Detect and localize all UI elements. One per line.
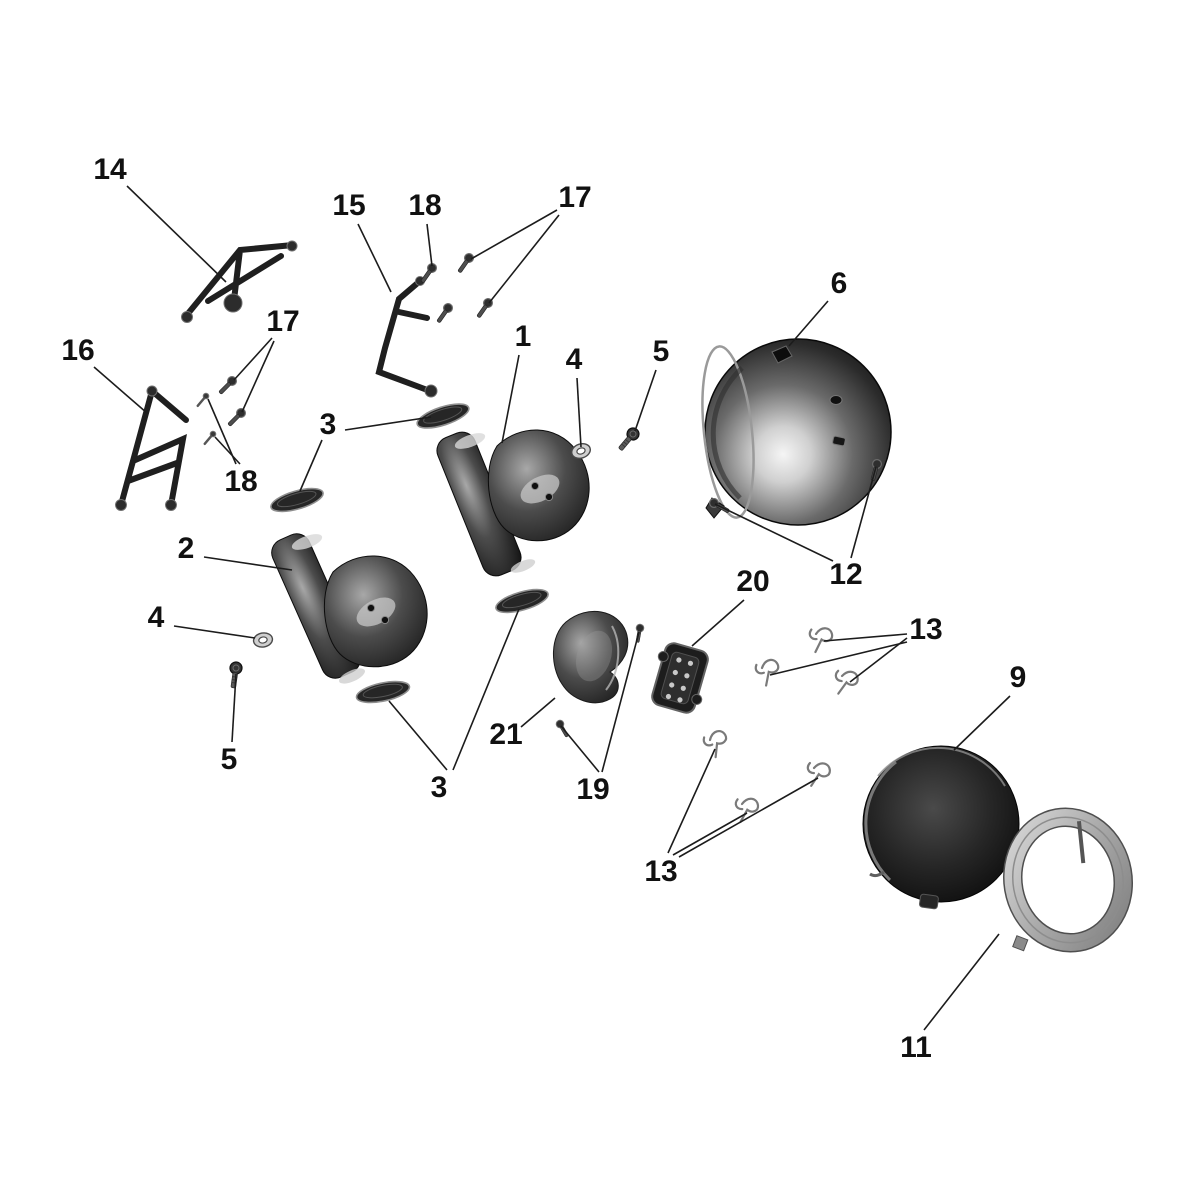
callout-label-17-3: 17: [558, 181, 592, 214]
leader-line-3: [299, 439, 323, 492]
leader-line-19: [601, 631, 640, 773]
callout-label-19-17: 19: [576, 773, 610, 806]
leader-line-4: [576, 377, 582, 448]
leader-line-21: [520, 697, 556, 728]
pad-3-c: [492, 584, 552, 618]
pad-3-a: [413, 398, 473, 434]
leader-line-17: [488, 214, 560, 304]
pin-18-a: [194, 391, 211, 410]
part-1-cover-bracket: [436, 429, 590, 577]
callout-label-14-0: 14: [93, 153, 127, 186]
bolt-5-a: [614, 424, 643, 454]
parts-layer: [115, 240, 1134, 953]
leader-line-12: [714, 503, 834, 562]
pad-3-d: [353, 676, 413, 708]
callout-label-3-11: 3: [319, 408, 337, 441]
screw-18-a: [418, 261, 439, 286]
part-20-connector: [651, 642, 709, 714]
part-11-headlight-rim: [1002, 807, 1134, 953]
callout-label-9-21: 9: [1009, 661, 1027, 694]
leader-line-13: [849, 637, 908, 683]
pad-3-b: [267, 483, 327, 517]
callout-label-12-20: 12: [829, 558, 863, 591]
leader-line-2: [203, 556, 293, 571]
leader-line-11: [923, 933, 1000, 1031]
leader-line-5: [634, 369, 657, 432]
leader-line-13: [667, 748, 716, 854]
callout-label-6-10: 6: [830, 267, 848, 300]
callout-label-11-23: 11: [900, 1031, 932, 1064]
callout-label-20-18: 20: [736, 565, 770, 598]
leader-line-17: [233, 337, 273, 381]
leader-line-16: [93, 366, 148, 414]
leader-line-19: [560, 725, 600, 773]
part-14-headlamp-bracket: [181, 240, 298, 323]
clip-13-f: [803, 759, 833, 791]
callout-label-1-7: 1: [514, 320, 532, 353]
leader-line-13: [678, 777, 819, 858]
clip-13-c: [830, 667, 861, 699]
washer-4-b: [251, 630, 275, 650]
screw-18-b: [434, 301, 455, 326]
callout-label-15-1: 15: [332, 189, 366, 222]
callout-label-17-5: 17: [266, 305, 300, 338]
leader-lines: [93, 185, 1011, 1031]
leader-line-1: [501, 354, 520, 444]
callout-label-16-4: 16: [61, 334, 95, 367]
leader-line-17: [241, 340, 275, 413]
leader-line-17: [470, 209, 558, 260]
pin-18-b: [201, 429, 218, 448]
leader-line-14: [126, 185, 227, 283]
callout-label-5-14: 5: [220, 743, 238, 776]
leader-line-15: [357, 223, 392, 293]
leader-line-20: [691, 599, 745, 647]
leader-line-18: [426, 223, 433, 267]
leader-line-4: [173, 625, 256, 639]
callout-label-21-16: 21: [489, 718, 523, 751]
callout-label-5-9: 5: [652, 335, 670, 368]
callout-label-3-15: 3: [430, 771, 448, 804]
screw-17-d: [225, 406, 248, 429]
callout-label-13-19: 13: [909, 613, 943, 646]
leader-line-3: [452, 608, 520, 771]
callout-label-4-8: 4: [565, 343, 583, 376]
leader-line-5: [231, 673, 237, 743]
leader-line-13: [823, 633, 908, 642]
leader-line-9: [953, 695, 1011, 751]
leader-line-3: [388, 700, 448, 771]
callout-label-18-6: 18: [224, 465, 258, 498]
callout-label-2-12: 2: [177, 532, 195, 565]
callout-label-18-2: 18: [408, 189, 442, 222]
leader-line-18: [207, 398, 237, 465]
leader-line-6: [788, 300, 829, 347]
leader-line-3: [344, 416, 432, 431]
part-2-cover-bracket: [271, 533, 428, 684]
clip-13-d: [701, 728, 732, 761]
callout-label-13-22: 13: [644, 855, 678, 888]
part-16-headlamp-bracket: [115, 385, 189, 511]
leader-line-13: [769, 641, 908, 676]
part-6-headlamp-bowl: [701, 338, 892, 526]
part-15-headlamp-bracket: [375, 276, 438, 398]
clip-13-e: [732, 795, 761, 826]
leader-line-13: [672, 812, 748, 856]
part-21-cover: [552, 610, 629, 704]
leader-line-18: [214, 436, 241, 465]
callout-label-4-13: 4: [147, 601, 165, 634]
part-9-headlight-unit: [862, 745, 1020, 910]
leader-line-12: [850, 466, 877, 559]
screw-17-a: [455, 251, 476, 276]
